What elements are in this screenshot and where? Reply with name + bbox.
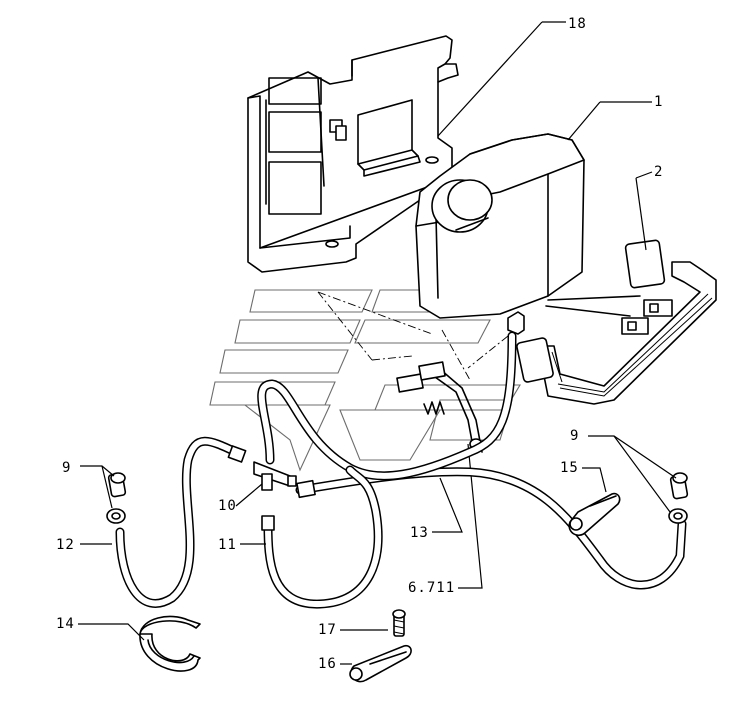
callout-9-right: 9: [570, 428, 579, 444]
tee-connector: [253, 461, 297, 491]
p-clip-small: [349, 644, 412, 683]
leader-10: [235, 483, 263, 507]
callout-14: 14: [56, 616, 75, 632]
p-clip-large: [568, 492, 621, 537]
leader-2: [635, 177, 647, 251]
callout-11: 11: [218, 537, 237, 553]
retaining-strap: [516, 239, 717, 405]
callout-1: 1: [654, 94, 663, 110]
wiring-harness: [396, 361, 483, 453]
callout-16: 16: [318, 656, 337, 672]
leader-14: [78, 623, 145, 641]
mounting-bracket: [247, 35, 459, 273]
washer-hoses: [115, 331, 687, 609]
leader-9-left-top: [80, 465, 115, 477]
washer-nozzle-right: [668, 472, 689, 524]
leader-18: [437, 21, 543, 137]
callout-9-left: 9: [62, 460, 71, 476]
callout-10: 10: [218, 498, 237, 514]
callout-12: 12: [56, 537, 75, 553]
washer-reservoir: [415, 133, 585, 335]
callout-6711: 6.711: [408, 580, 455, 596]
leader-1: [567, 101, 601, 141]
leader-2-tail: [635, 171, 653, 179]
leader-15: [582, 467, 607, 493]
leader-13: [432, 477, 463, 533]
washer-nozzle-left: [106, 472, 127, 524]
callout-17: 17: [318, 622, 337, 638]
hose-clamp-band: [139, 615, 201, 672]
callout-18: 18: [568, 16, 587, 32]
leader-6711: [458, 443, 483, 589]
leader-9-left-bottom: [101, 465, 113, 509]
callout-13: 13: [410, 525, 429, 541]
leader-9-right-bottom: [613, 435, 671, 513]
assembly-centerlines: [317, 291, 509, 381]
callout-2: 2: [654, 164, 663, 180]
callout-15: 15: [560, 460, 579, 476]
screw: [392, 609, 406, 637]
